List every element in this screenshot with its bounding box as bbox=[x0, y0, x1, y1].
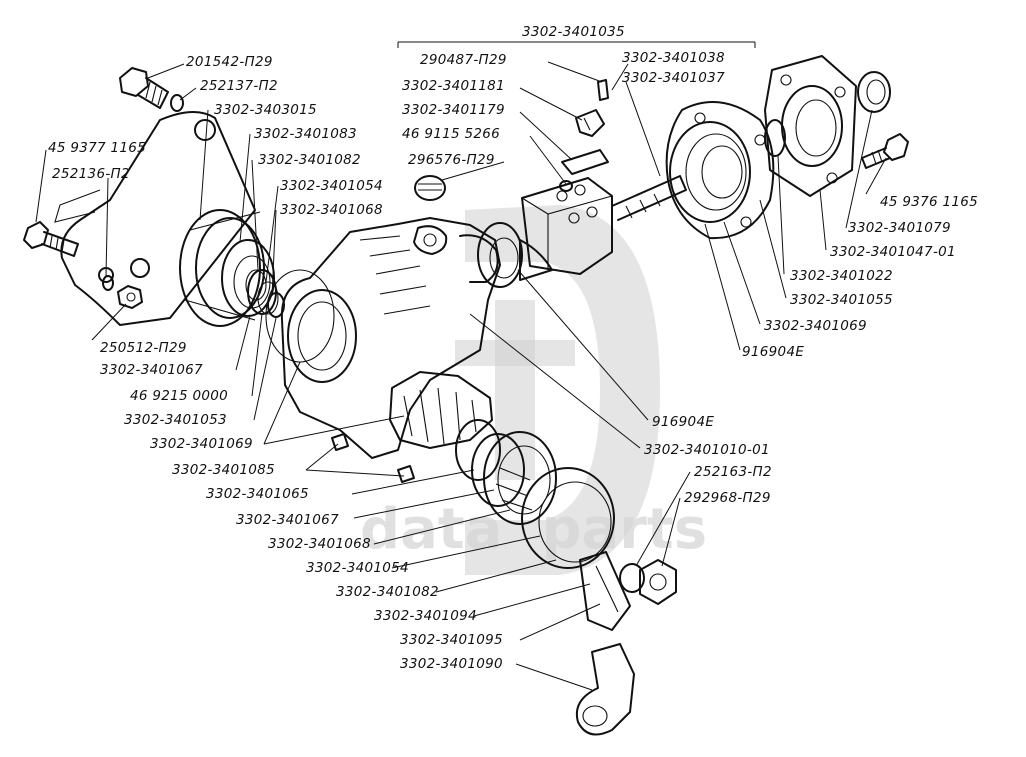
pitman-arm-3401090 bbox=[576, 643, 635, 736]
washer-252137 bbox=[170, 94, 184, 112]
mounting-bracket bbox=[54, 111, 256, 326]
label-3401095: 3302-3401095 bbox=[400, 632, 503, 648]
label-459376: 45 9376 1165 bbox=[880, 194, 978, 210]
label-292968: 292968-П29 bbox=[684, 490, 771, 506]
label-252137: 252137-П2 bbox=[200, 78, 278, 94]
washer-252136 bbox=[102, 275, 114, 291]
ring-3401054 bbox=[257, 281, 279, 315]
label-3401022: 3302-3401022 bbox=[790, 268, 893, 284]
nut-250512 bbox=[117, 285, 143, 309]
label-3401068-upper: 3302-3401068 bbox=[280, 202, 383, 218]
boot-3401082-lower bbox=[521, 467, 615, 569]
label-3401035: 3302-3401035 bbox=[522, 24, 625, 40]
plug-thread bbox=[418, 183, 442, 191]
label-3401079: 3302-3401079 bbox=[848, 220, 951, 236]
label-3401082-upper: 3302-3401082 bbox=[258, 152, 361, 168]
label-250512: 250512-П29 bbox=[100, 340, 187, 356]
label-3401082-lower: 3302-3401082 bbox=[336, 584, 439, 600]
label-3401067-upper: 3302-3401067 bbox=[100, 362, 203, 378]
label-3401065: 3302-3401065 bbox=[206, 486, 309, 502]
valve-body-3401038 bbox=[521, 177, 613, 275]
label-3401179: 3302-3401179 bbox=[402, 102, 505, 118]
label-916904-lower: 916904Е bbox=[652, 414, 714, 430]
label-3401037: 3302-3401037 bbox=[622, 70, 725, 86]
cover-3401047 bbox=[764, 55, 857, 197]
bolt-459376 bbox=[861, 133, 909, 169]
label-3401047: 3302-3401047-01 bbox=[830, 244, 956, 260]
label-3401010: 3302-3401010-01 bbox=[644, 442, 770, 458]
label-916904-upper: 916904Е bbox=[742, 344, 804, 360]
label-3401038: 3302-3401038 bbox=[622, 50, 725, 66]
plug-3401085-a bbox=[331, 433, 349, 451]
label-3401085: 3302-3401085 bbox=[172, 462, 275, 478]
label-3403015: 3302-3403015 bbox=[214, 102, 317, 118]
seal-3401079 bbox=[857, 71, 891, 113]
seal-3401068 bbox=[267, 292, 285, 318]
washer-252163 bbox=[619, 563, 645, 593]
bolt-459377 bbox=[23, 221, 79, 257]
label-252136: 252136-П2 bbox=[52, 166, 130, 182]
boot-3401069-upper bbox=[669, 121, 751, 223]
ball-469115 bbox=[559, 180, 573, 192]
seal-inner bbox=[489, 237, 519, 279]
leader-lines bbox=[35, 41, 887, 691]
steering-housing-3401010 bbox=[280, 217, 501, 459]
sector-gear bbox=[389, 371, 493, 449]
label-3401055: 3302-3401055 bbox=[790, 292, 893, 308]
label-3401067-lower: 3302-3401067 bbox=[236, 512, 339, 528]
plug-3401085-b bbox=[397, 465, 415, 483]
label-290487: 290487-П29 bbox=[420, 52, 507, 68]
plug-296576 bbox=[414, 175, 446, 201]
nut-292968 bbox=[639, 559, 677, 605]
label-3401054-upper: 3302-3401054 bbox=[280, 178, 383, 194]
input-shaft-3401037 bbox=[519, 175, 687, 281]
label-252163: 252163-П2 bbox=[694, 464, 772, 480]
label-3401083: 3302-3401083 bbox=[254, 126, 357, 142]
label-3401068-lower: 3302-3401068 bbox=[268, 536, 371, 552]
shaft-splines bbox=[495, 467, 533, 511]
clip-3401181 bbox=[575, 109, 605, 137]
label-296576: 296576-П29 bbox=[408, 152, 495, 168]
label-469115: 46 9115 5266 bbox=[402, 126, 500, 142]
label-3401181: 3302-3401181 bbox=[402, 78, 505, 94]
label-3401069-upper: 3302-3401069 bbox=[764, 318, 867, 334]
part-labels: 3302-3401035 290487-П29 3302-3401038 330… bbox=[48, 24, 978, 672]
bracket-3401179 bbox=[561, 149, 609, 175]
label-469215: 46 9215 0000 bbox=[130, 388, 228, 404]
bolt-201542 bbox=[119, 67, 169, 109]
label-459377: 45 9377 1165 bbox=[48, 140, 146, 156]
label-3401053: 3302-3401053 bbox=[124, 412, 227, 428]
ring-3401065 bbox=[455, 419, 501, 481]
watermark-logo: data parts bbox=[360, 205, 707, 575]
bearing-3401068 bbox=[483, 431, 557, 525]
label-3401090: 3302-3401090 bbox=[400, 656, 503, 672]
seal-916904-upper bbox=[477, 222, 523, 288]
screw-290487 bbox=[597, 79, 609, 101]
label-3401094: 3302-3401094 bbox=[374, 608, 477, 624]
label-3401054-lower: 3302-3401054 bbox=[306, 560, 409, 576]
side-cover-3403015 bbox=[179, 209, 265, 327]
ring-3401022 bbox=[764, 119, 786, 157]
label-201542: 201542-П29 bbox=[186, 54, 273, 70]
label-3401069-lower: 3302-3401069 bbox=[150, 436, 253, 452]
